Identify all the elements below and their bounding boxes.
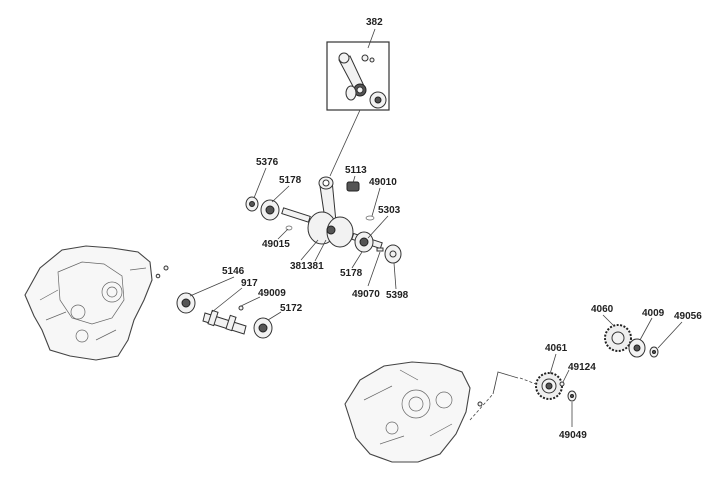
callout-5113: 5113 <box>345 165 367 176</box>
callout-49015: 49015 <box>262 239 290 250</box>
callout-381-right: 381 <box>307 261 324 272</box>
crankshaft-assembly <box>245 176 402 264</box>
callout-49124: 49124 <box>568 362 596 373</box>
callout-49070: 49070 <box>352 289 380 300</box>
callout-49009: 49009 <box>258 288 286 299</box>
leader-lines <box>189 167 683 427</box>
connecting-rod-inset <box>326 28 390 177</box>
callout-5398: 5398 <box>386 290 409 301</box>
callout-381-left: 381 <box>290 261 307 272</box>
callout-5178-right: 5178 <box>340 268 363 279</box>
callout-5376: 5376 <box>256 157 279 168</box>
callout-917: 917 <box>241 278 258 289</box>
callout-5178-left: 5178 <box>279 175 302 186</box>
callout-5172: 5172 <box>280 303 303 314</box>
balancer-shaft-assembly <box>176 292 273 339</box>
callout-49010: 49010 <box>369 177 397 188</box>
callout-4060: 4060 <box>591 304 614 315</box>
callout-4061: 4061 <box>545 343 568 354</box>
callout-382: 382 <box>366 17 383 28</box>
left-crankcase-half <box>24 245 169 361</box>
callout-5303: 5303 <box>378 205 401 216</box>
callout-4009: 4009 <box>642 308 665 319</box>
gear-set <box>519 324 659 402</box>
callout-5146: 5146 <box>222 266 245 277</box>
callout-labels: 382 5376 5178 5113 49010 5303 49015 381 … <box>222 17 702 441</box>
callout-49049: 49049 <box>559 430 587 441</box>
callout-49056: 49056 <box>674 311 702 322</box>
right-crankcase-half <box>344 361 519 463</box>
